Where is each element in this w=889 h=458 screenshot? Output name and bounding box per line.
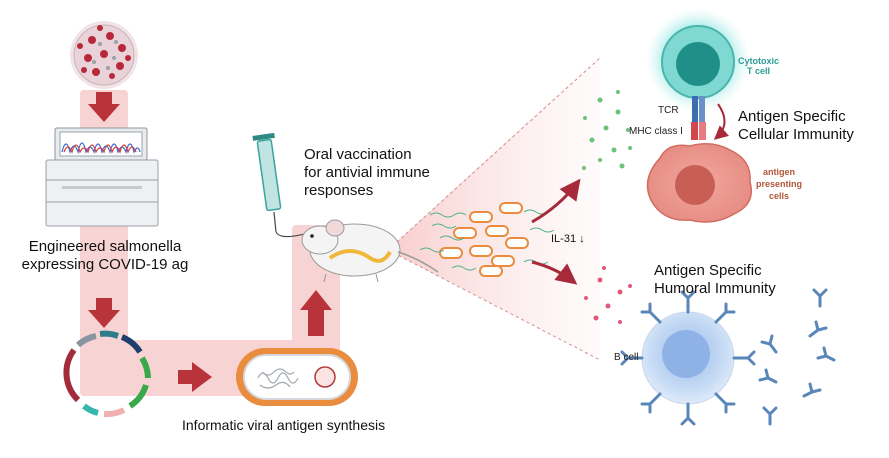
- oral-line-1: Oral vaccination: [304, 146, 412, 163]
- cytotoxic-line-2: T cell: [747, 66, 771, 76]
- apc-line-1: antigen: [763, 167, 796, 177]
- curved-arrow-icon: [713, 103, 730, 140]
- gut-bacteria: [419, 202, 555, 277]
- informatic-label: Informatic viral antigen synthesis: [182, 417, 386, 433]
- b-cell-label: B cell: [614, 352, 639, 363]
- syringe-icon: [252, 132, 313, 238]
- arrow-down-1: [88, 92, 120, 122]
- arrow-up: [300, 290, 332, 336]
- cytokine-dots-pink: [584, 266, 632, 324]
- arrow-to-cellular: [531, 178, 581, 224]
- mouse-icon: [301, 219, 439, 283]
- salmonella-bacterium-icon: [236, 348, 358, 406]
- humoral-immunity-label: Antigen Specific Humoral Immunity: [654, 262, 776, 298]
- cellular-immunity-label: Antigen Specific Cellular Immunity: [738, 108, 854, 144]
- cellular-line-1: Antigen Specific: [738, 108, 846, 125]
- mhc-label: MHC class I: [629, 126, 683, 137]
- cytotoxic-line-1: Cytotoxic: [738, 56, 780, 66]
- antibody-icons: [758, 288, 836, 426]
- tcr-mhc-complex: [691, 96, 706, 140]
- b-cell-icon: [620, 290, 756, 426]
- engineered-label: Engineered salmonella expressing COVID-1…: [20, 238, 190, 274]
- virus-icon: [70, 21, 138, 89]
- oral-line-2: for antivial immune: [304, 164, 430, 181]
- apc-line-3: cells: [768, 191, 790, 201]
- cytokine-dots-green: [582, 90, 632, 170]
- humoral-line-2: Humoral Immunity: [654, 280, 776, 297]
- apc-line-2: presenting: [756, 179, 803, 189]
- oral-line-3: responses: [304, 182, 374, 199]
- engineered-line-2: expressing COVID-19 ag: [21, 256, 189, 273]
- magnification-cone: [388, 55, 600, 360]
- cytotoxic-t-cell-icon: [646, 8, 750, 112]
- il31-label: IL-31 ↓: [551, 233, 585, 245]
- cellular-line-2: Cellular Immunity: [738, 126, 854, 143]
- tcr-label: TCR: [658, 105, 679, 116]
- arrow-to-humoral: [531, 260, 578, 285]
- arrow-down-2: [88, 298, 120, 328]
- sequencer-machine-icon: [45, 127, 159, 227]
- arrow-right: [178, 362, 212, 392]
- antigen-presenting-cell-icon: [646, 143, 752, 223]
- cytotoxic-label: Cytotoxic T cell: [738, 56, 779, 76]
- engineered-line-1: Engineered salmonella: [28, 238, 182, 255]
- humoral-line-1: Antigen Specific: [654, 262, 762, 279]
- oral-vaccination-label: Oral vaccination for antivial immune res…: [304, 146, 430, 200]
- apc-label: antigen presenting cells: [756, 166, 802, 202]
- plasmid-icon: [63, 330, 151, 418]
